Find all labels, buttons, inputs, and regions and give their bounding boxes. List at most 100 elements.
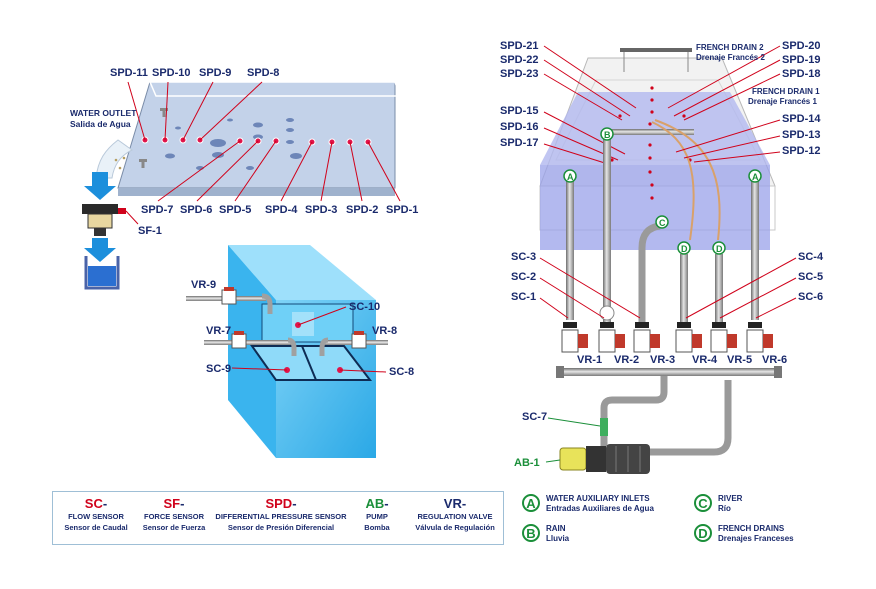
collection-tank <box>84 256 120 290</box>
key-name-es: Drenajes Franceses <box>718 534 794 543</box>
spd-label: SPD-8 <box>247 67 279 79</box>
sc-label: SC-5 <box>798 271 823 283</box>
rain-bar <box>604 129 694 135</box>
vr5-valve[interactable] <box>710 329 737 353</box>
spd-right-labels-left: SPD-21 SPD-22 SPD-23 SPD-15 SPD-16 SPD-1… <box>500 40 539 149</box>
sc-leaders <box>539 257 797 319</box>
legend-name-en: REGULATION VALVE <box>417 512 493 521</box>
legend-name-en: FLOW SENSOR <box>68 512 124 521</box>
force-sensor-marker <box>118 208 126 214</box>
spd-leaders-right-left <box>543 45 637 165</box>
pump-coupling <box>586 446 606 472</box>
inlet-c-letter: C <box>659 218 666 228</box>
french-drain-2-title: FRENCH DRAIN 2 <box>696 43 764 52</box>
sc9-label: SC-9 <box>206 363 231 375</box>
spd-label: SPD-1 <box>386 204 418 216</box>
flow-sensor-collars <box>563 322 762 328</box>
pump-outlet-pipe <box>600 376 668 446</box>
vr-label: VR-2 <box>614 354 639 366</box>
vr4-valve[interactable] <box>675 329 702 353</box>
french-drain-1-title: FRENCH DRAIN 1 <box>752 87 820 96</box>
sc10-label: SC-10 <box>349 301 380 313</box>
pump-inlet-pipe <box>650 380 732 456</box>
spd-label: SPD-16 <box>500 121 539 133</box>
inlet-a-right-pipe <box>751 180 759 320</box>
vr3-valve[interactable] <box>633 329 660 353</box>
vr8-label: VR-8 <box>372 325 397 337</box>
legend-item-sc: SC- FLOW SENSOR Sensor de Caudal <box>61 497 131 533</box>
spd-label: SPD-18 <box>782 68 821 80</box>
legend-item-sf: SF- FORCE SENSOR Sensor de Fuerza <box>135 496 213 533</box>
french-drain-2-subtitle: Drenaje Francés 2 <box>696 53 765 62</box>
legend-name-en: FORCE SENSOR <box>143 512 204 521</box>
legend-code-prefix: SF <box>163 496 181 511</box>
vr8-valve[interactable] <box>351 331 367 349</box>
french-drain-1-line <box>651 121 695 241</box>
tray-bolts <box>139 108 168 168</box>
spd-label: SPD-9 <box>199 67 231 79</box>
spd-label: SPD-15 <box>500 105 539 117</box>
water-outlet-subtitle: Salida de Agua <box>70 119 131 129</box>
key-letter: C <box>694 494 712 512</box>
legend-code-prefix: VR <box>443 496 462 511</box>
inlet-c-pipe <box>638 222 661 322</box>
spd-label: SPD-3 <box>305 204 337 216</box>
inlet-a-marker <box>748 169 762 183</box>
legend-item-vr: VR- REGULATION VALVE Válvula de Regulaci… <box>409 496 501 533</box>
vr-labels: VR-1 VR-2 VR-3 VR-4 VR-5 VR-6 <box>577 354 787 366</box>
tray-holes <box>165 118 302 170</box>
vr7-valve[interactable] <box>231 331 247 349</box>
vr1-valve[interactable] <box>561 329 588 353</box>
key-name-es: Río <box>718 504 731 513</box>
vr-label: VR-6 <box>762 354 787 366</box>
top-tray-group: SPD-11 SPD-10 SPD-9 SPD-8 SPD-7 SPD-6 SP… <box>70 67 418 290</box>
basin-water-front <box>540 165 770 250</box>
key-name-en: RAIN <box>546 524 566 533</box>
inlet-b-pipe <box>603 138 611 322</box>
french-drain-1-subtitle: Drenaje Francés 1 <box>748 97 817 106</box>
spd-label: SPD-22 <box>500 54 539 66</box>
spd-label: SPD-13 <box>782 129 821 141</box>
inlet-a-marker <box>563 169 577 183</box>
legend-code-suffix: - <box>292 496 297 511</box>
french-drain-2-bar <box>620 48 692 52</box>
inlet-d-marker <box>677 241 691 255</box>
inlet-b-letter: B <box>604 130 611 140</box>
inlet-a-letter: A <box>567 172 574 182</box>
tray-back-rim <box>148 81 402 97</box>
legend-name-es: Sensor de Presión Diferencial <box>227 523 335 532</box>
vr-label: VR-3 <box>650 354 675 366</box>
vr-label: VR-1 <box>577 354 602 366</box>
collection-tank-water <box>88 266 116 286</box>
inlet-b-marker <box>600 127 614 141</box>
outlet-spout <box>95 139 133 179</box>
force-sensor-top <box>82 204 118 214</box>
inlet-a-letter: A <box>752 172 759 182</box>
inlet-c-marker <box>655 215 669 229</box>
channel-group: VR-9 VR-7 VR-8 SC-10 SC-9 SC-8 <box>186 245 414 458</box>
sc-label: SC-3 <box>511 251 536 263</box>
sc7-label: SC-7 <box>522 411 547 423</box>
flow-arrow-down-icon <box>84 172 116 200</box>
basin-group: SPD-21 SPD-22 SPD-23 SPD-15 SPD-16 SPD-1… <box>500 40 824 474</box>
vr6-valve[interactable] <box>746 329 773 353</box>
spd-label: SPD-11 <box>110 67 148 79</box>
vr-label: VR-4 <box>692 354 718 366</box>
spd-label: SPD-20 <box>782 40 821 52</box>
legend-name-es: Bomba <box>364 523 390 532</box>
legend-code-prefix: AB <box>365 496 385 511</box>
spd-label: SPD-14 <box>782 113 821 125</box>
vr2-valve[interactable] <box>598 329 625 353</box>
inlet-d-letter: D <box>716 244 723 254</box>
vr9-valve[interactable] <box>221 287 237 305</box>
key-letter: A <box>522 494 540 512</box>
manifold-pipe <box>562 368 776 376</box>
vr9-label: VR-9 <box>191 279 216 291</box>
inlet-d-left-pipe <box>680 254 688 322</box>
sc-labels-left: SC-3 SC-2 SC-1 <box>511 251 536 303</box>
basin-water-top <box>540 92 770 165</box>
vr-label: VR-5 <box>727 354 752 366</box>
flow-arrow-down-icon <box>84 238 116 262</box>
